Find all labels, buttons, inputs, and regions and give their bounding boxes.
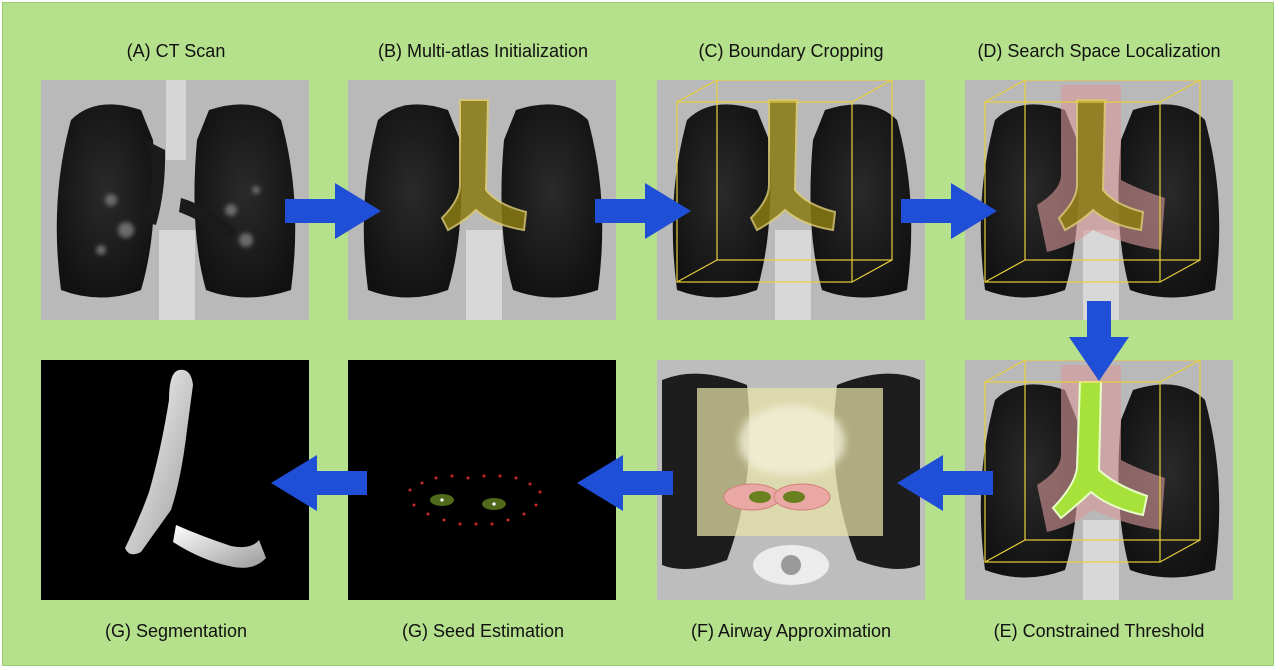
arrow-b-to-c: [595, 183, 691, 239]
label-constrained-threshold: (E) Constrained Threshold: [993, 621, 1205, 641]
segmentation-image: [41, 360, 309, 600]
label-airway-approximation: (F) Airway Approximation: [690, 621, 892, 641]
ct-scan-image: [41, 80, 309, 320]
boundary-cropping-image: [657, 80, 925, 320]
arrow-f-to-g-seed: [577, 455, 673, 511]
label-ct-scan: (A) CT Scan: [126, 41, 226, 61]
arrow-c-to-d: [901, 183, 997, 239]
label-multi-atlas-initialization: (B) Multi-atlas Initialization: [377, 41, 589, 61]
label-segmentation: (G) Segmentation: [104, 621, 248, 641]
arrow-e-to-f: [897, 455, 993, 511]
arrow-a-to-b: [285, 183, 381, 239]
constrained-threshold-image: [965, 360, 1233, 600]
airway-approximation-image: [657, 360, 925, 600]
arrow-g-seed-to-segmentation: [271, 455, 367, 511]
search-space-localization-image: [965, 80, 1233, 320]
label-search-space-localization: (D) Search Space Localization: [977, 41, 1221, 61]
arrow-d-to-e: [1069, 301, 1129, 381]
label-seed-estimation: (G) Seed Estimation: [401, 621, 565, 641]
seed-estimation-image: [348, 360, 616, 600]
multi-atlas-initialization-image: [348, 80, 616, 320]
label-boundary-cropping: (C) Boundary Cropping: [698, 41, 884, 61]
